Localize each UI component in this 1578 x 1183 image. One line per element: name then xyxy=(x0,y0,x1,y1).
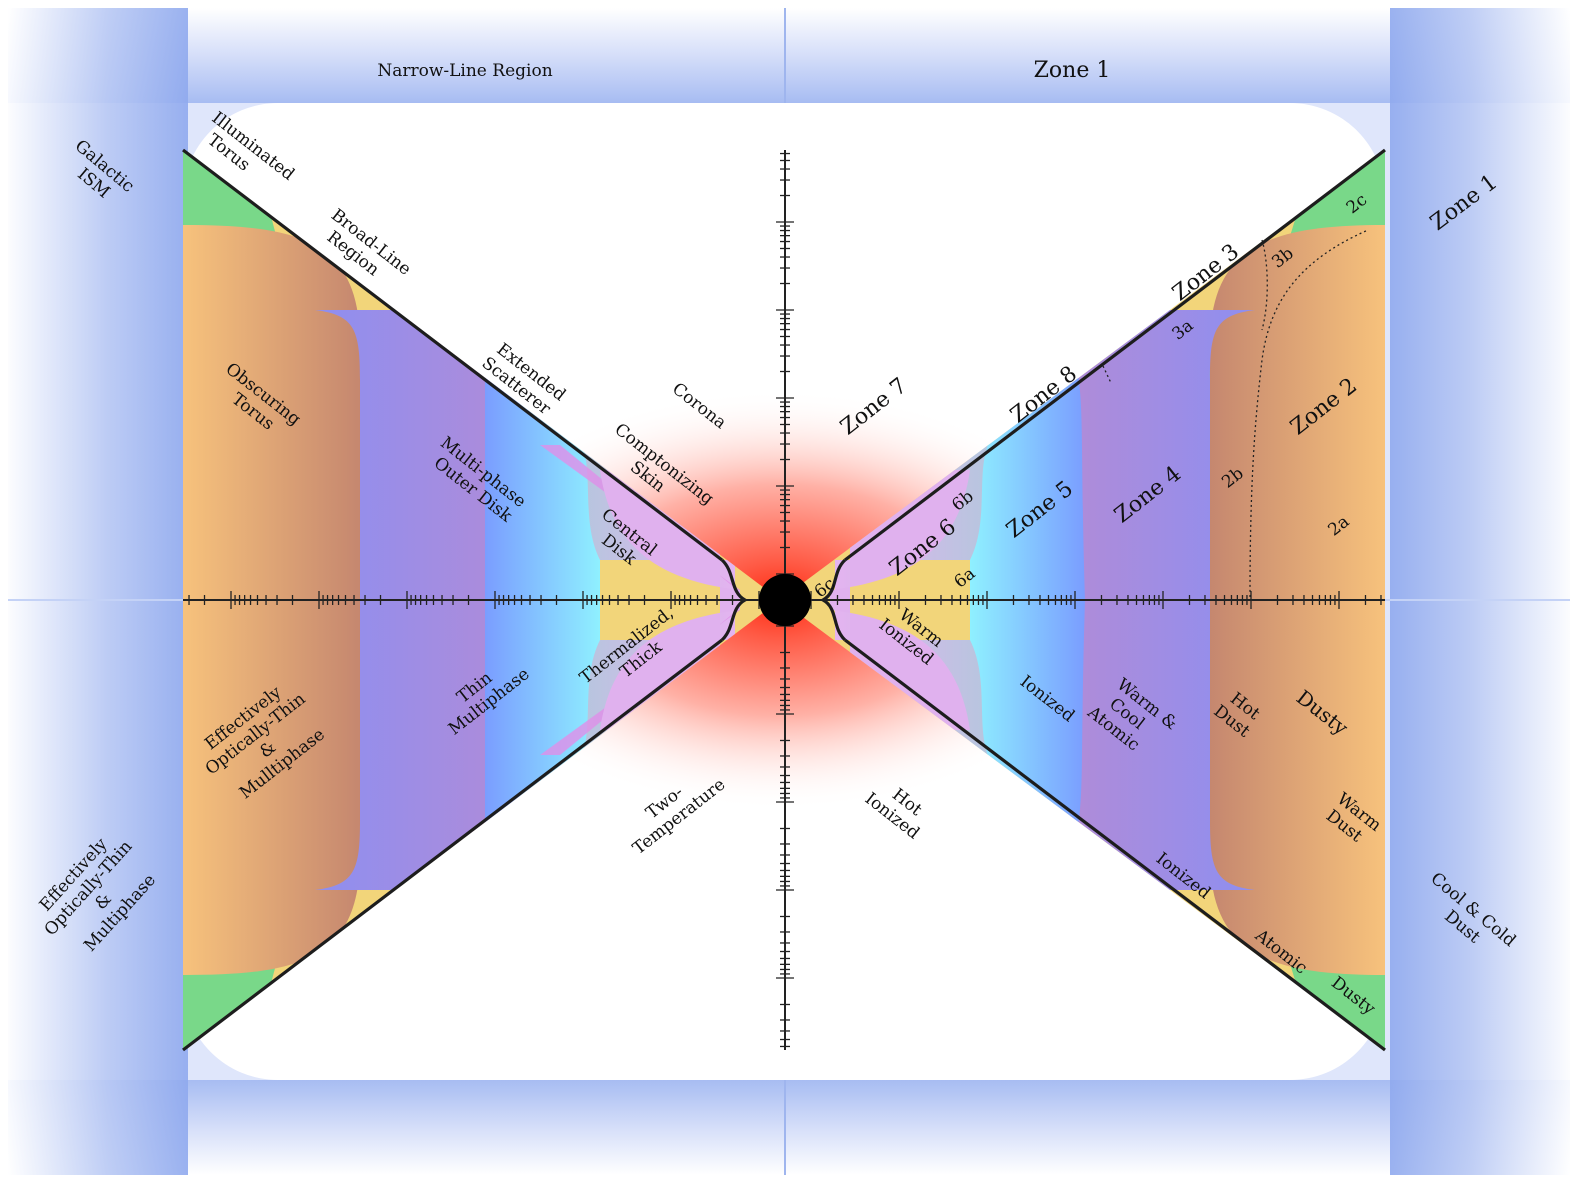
subzone-boundaries xyxy=(1102,229,1369,598)
black-hole xyxy=(759,574,811,626)
cone-boundaries xyxy=(182,148,1386,1052)
label-zone1-top: Zone 1 xyxy=(1034,58,1111,83)
label-narrow-line-region: Narrow-Line Region xyxy=(377,61,552,81)
